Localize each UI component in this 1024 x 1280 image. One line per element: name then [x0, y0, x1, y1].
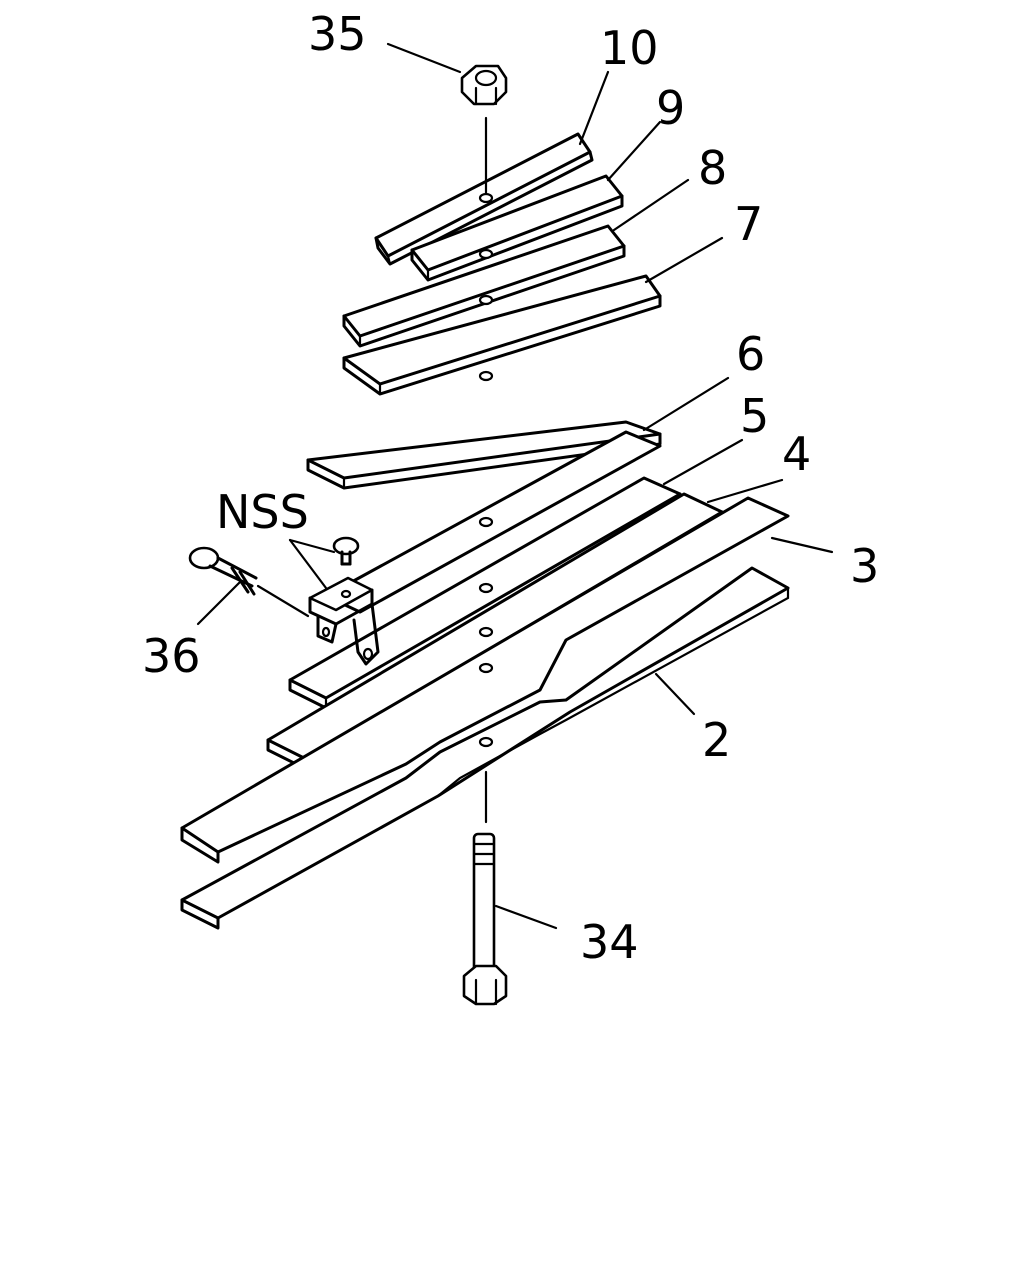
leaf-8	[342, 224, 626, 348]
leader-lines	[196, 42, 834, 930]
callout-4: 4	[782, 427, 811, 481]
leaf-bottom-hole	[478, 736, 494, 748]
callout-36: 36	[142, 629, 201, 683]
rivet	[332, 536, 360, 566]
leaf-9	[410, 174, 624, 282]
leaf-4-hole	[478, 582, 494, 594]
center-nut-35	[460, 64, 508, 204]
callout-labels: 35 10 9 8 7 6 5 4 3 2 34 36 NSS	[142, 7, 879, 969]
leaf-7	[342, 274, 662, 396]
leaf-5	[324, 430, 662, 614]
callout-9: 9	[656, 81, 685, 135]
center-bolt-34	[462, 770, 508, 1006]
leaf-5-hole	[478, 516, 494, 528]
callout-10: 10	[600, 21, 659, 75]
leaf-3-hole	[478, 626, 494, 638]
callout-3: 3	[850, 539, 879, 593]
callout-35: 35	[308, 7, 367, 61]
callout-nss: NSS	[216, 485, 309, 539]
callout-8: 8	[698, 141, 727, 195]
clip-bolt-36	[188, 546, 310, 618]
callout-2: 2	[702, 713, 731, 767]
leaf-9-center-hole	[478, 248, 494, 260]
leaf-2	[180, 496, 790, 864]
leaf-6	[306, 420, 662, 490]
callout-5: 5	[740, 389, 769, 443]
leaf-7-center-hole	[478, 370, 494, 382]
leaf-2-hole	[478, 662, 494, 674]
callout-34: 34	[580, 915, 639, 969]
callout-6: 6	[736, 327, 765, 381]
callout-7: 7	[734, 197, 763, 251]
rebound-clip	[308, 576, 380, 666]
leaf-8-center-hole	[478, 294, 494, 306]
leaf-bottom	[180, 566, 790, 930]
